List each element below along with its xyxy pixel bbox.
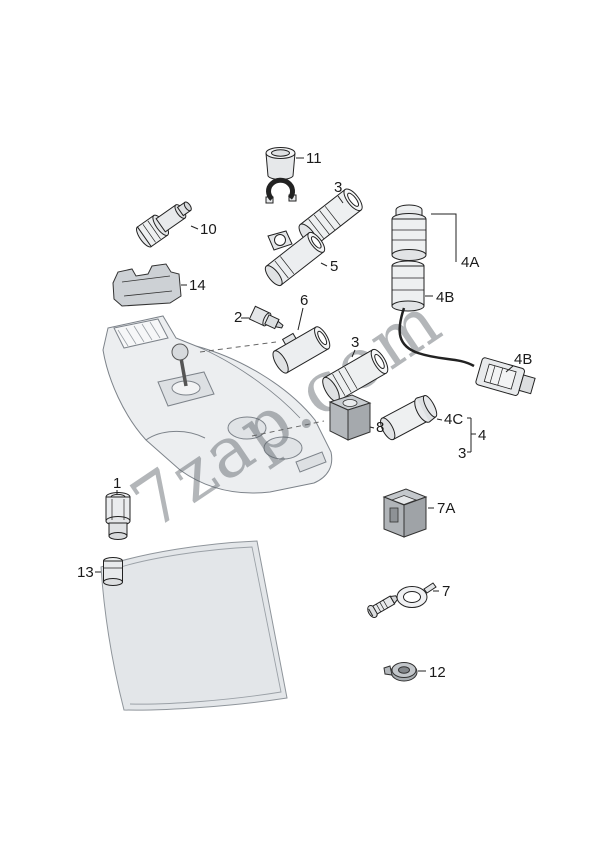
bracket-4a: [431, 213, 457, 262]
part-7-drawing: [367, 582, 437, 618]
callout-6[interactable]: 6: [297, 292, 308, 331]
part-2-drawing: [248, 305, 284, 330]
callout-3-mid-label: 3: [351, 334, 359, 351]
callout-4b-socket-label: 4B: [436, 289, 454, 306]
callout-14-label: 14: [189, 277, 206, 294]
part-4a-drawing: [391, 204, 427, 261]
assembly-dashed-lines: [199, 341, 325, 437]
callout-8[interactable]: 8: [369, 419, 384, 436]
part-13-drawing: [103, 557, 123, 586]
callout-5[interactable]: 5: [320, 258, 338, 275]
callout-12-label: 12: [429, 664, 446, 681]
center-console-illustration: [102, 315, 333, 494]
bracket-4-group: [467, 417, 476, 453]
part-10-drawing: [136, 201, 192, 248]
callout-10[interactable]: 10: [190, 221, 217, 238]
callout-5-label: 5: [330, 258, 338, 275]
part-1-drawing: [105, 492, 131, 540]
gear-knob: [171, 343, 189, 361]
callout-4[interactable]: 4: [478, 427, 486, 444]
callout-13-label: 13: [77, 564, 94, 581]
callout-7a[interactable]: 7A: [428, 500, 455, 517]
callout-10-label: 10: [200, 221, 217, 238]
callout-6-label: 6: [300, 292, 308, 309]
callout-4b-connector-label: 4B: [514, 351, 532, 368]
trim-panel-illustration: [100, 540, 288, 711]
callout-4b-socket[interactable]: 4B: [425, 289, 454, 306]
callout-2-label: 2: [234, 309, 242, 326]
part-4b-socket-drawing: [391, 260, 425, 312]
callout-11-label: 11: [306, 150, 322, 167]
callout-3-mid[interactable]: 3: [351, 334, 359, 358]
callout-3-top[interactable]: 3: [334, 179, 344, 204]
part-6-drawing: [272, 326, 331, 374]
callout-8-label: 8: [376, 419, 384, 436]
callout-7[interactable]: 7: [433, 583, 450, 600]
callout-7-label: 7: [442, 583, 450, 600]
callout-4a-label: 4A: [461, 254, 479, 271]
callout-1-label: 1: [113, 475, 121, 492]
callout-7a-label: 7A: [437, 500, 455, 517]
callout-4-label: 4: [478, 427, 486, 444]
callout-12[interactable]: 12: [418, 664, 446, 681]
callout-11[interactable]: 11: [296, 150, 322, 167]
part-14-drawing: [112, 263, 182, 307]
part-3-mid-drawing: [322, 348, 389, 402]
callout-3-group[interactable]: 3: [458, 445, 466, 462]
callout-4c[interactable]: 4C: [436, 411, 463, 428]
callout-1[interactable]: 1: [113, 475, 121, 494]
callout-13[interactable]: 13: [77, 564, 101, 581]
callout-4a[interactable]: 4A: [461, 254, 479, 271]
callout-3-top-label: 3: [334, 179, 342, 196]
callout-3-group-label: 3: [458, 445, 466, 462]
callout-4b-connector[interactable]: 4B: [505, 351, 532, 373]
callout-14[interactable]: 14: [181, 277, 206, 294]
part-5-drawing: [264, 230, 326, 287]
part-11-drawing: [265, 147, 297, 204]
callout-4c-label: 4C: [444, 411, 463, 428]
callout-2[interactable]: 2: [234, 309, 249, 326]
part-8-drawing: [328, 394, 372, 441]
part-7a-drawing: [382, 488, 428, 538]
part-12-drawing: [383, 662, 418, 682]
part-4c-drawing: [380, 395, 438, 441]
